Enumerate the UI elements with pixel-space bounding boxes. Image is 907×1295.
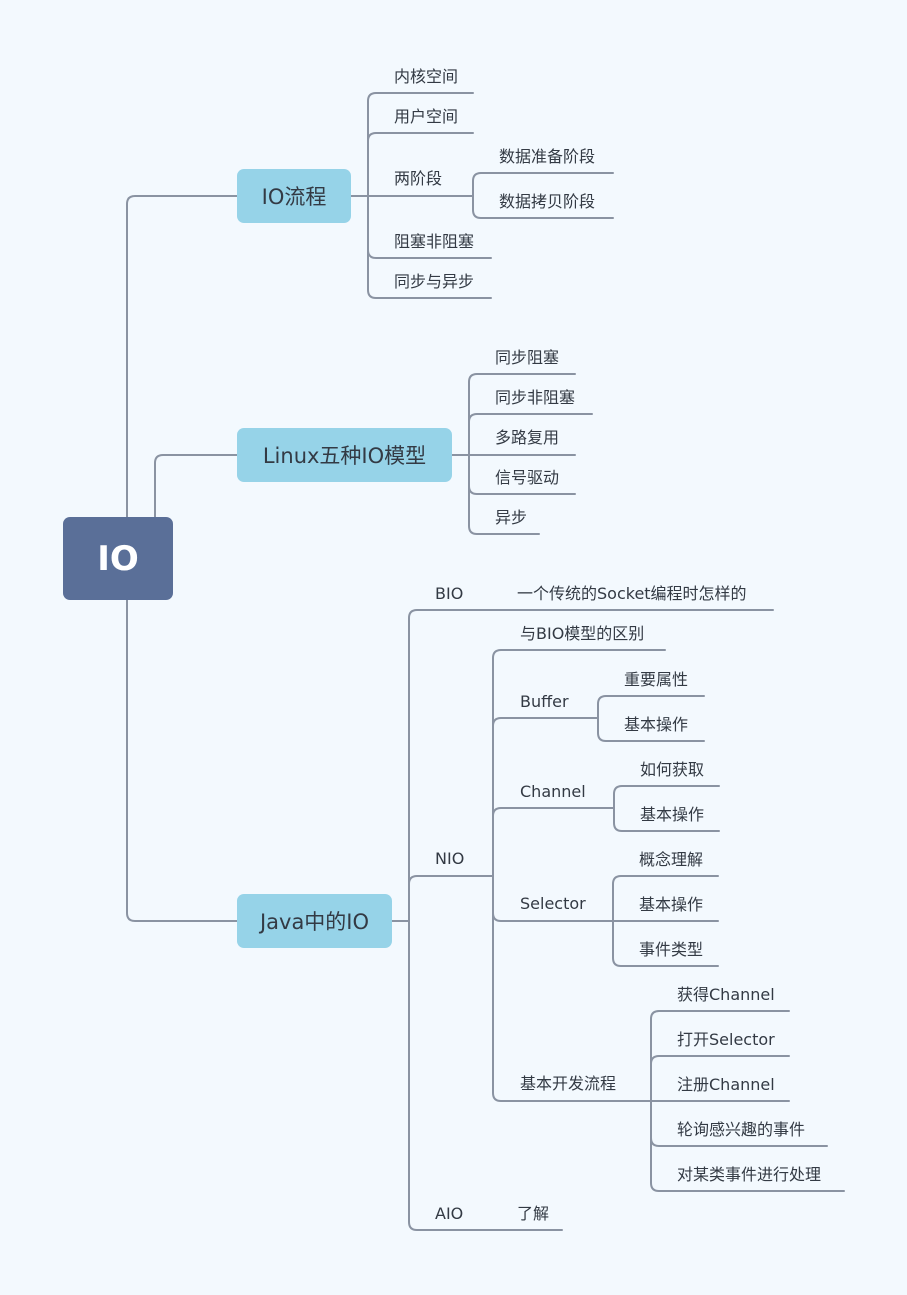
- link-buffer: [492, 717, 599, 877]
- link-data-copy: [472, 195, 614, 219]
- branch-java-io[interactable]: Java中的IO: [237, 894, 392, 948]
- node-register-channel[interactable]: 注册Channel: [677, 1075, 775, 1094]
- link-dev-flow: [492, 875, 652, 1102]
- node-sync-nonblocking[interactable]: 同步非阻塞: [495, 388, 576, 407]
- node-selector-concept[interactable]: 概念理解: [639, 850, 704, 869]
- link-root-linux-io: [154, 454, 238, 518]
- node-channel-get[interactable]: 如何获取: [640, 760, 705, 779]
- node-channel-ops[interactable]: 基本操作: [640, 805, 705, 824]
- node-selector[interactable]: Selector: [520, 894, 586, 913]
- node-handle-events[interactable]: 对某类事件进行处理: [677, 1165, 822, 1184]
- node-async[interactable]: 异步: [495, 508, 528, 527]
- link-channel-ops: [613, 807, 720, 832]
- node-nio[interactable]: NIO: [435, 849, 465, 868]
- node-selector-ops[interactable]: 基本操作: [639, 895, 704, 914]
- node-bio-detail[interactable]: 一个传统的Socket编程时怎样的: [517, 584, 747, 603]
- node-bio[interactable]: BIO: [435, 584, 464, 603]
- node-channel[interactable]: Channel: [520, 782, 586, 801]
- link-async: [468, 454, 540, 535]
- link-buffer-props: [597, 695, 705, 719]
- node-buffer-props[interactable]: 重要属性: [624, 670, 689, 689]
- node-data-prepare[interactable]: 数据准备阶段: [499, 147, 596, 166]
- link-bio: [408, 609, 774, 922]
- link-get-channel: [650, 1010, 790, 1102]
- link-root-java-io: [126, 599, 238, 922]
- node-aio-detail[interactable]: 了解: [517, 1204, 550, 1223]
- link-selector-concept: [612, 875, 719, 922]
- root-node[interactable]: IO: [63, 517, 173, 600]
- node-open-selector[interactable]: 打开Selector: [677, 1030, 775, 1049]
- node-two-phase[interactable]: 两阶段: [394, 169, 443, 188]
- node-aio[interactable]: AIO: [435, 1204, 464, 1223]
- node-data-copy[interactable]: 数据拷贝阶段: [499, 192, 596, 211]
- node-poll-events[interactable]: 轮询感兴趣的事件: [677, 1120, 806, 1139]
- branch-io-flow[interactable]: IO流程: [237, 169, 351, 223]
- link-selector-events: [612, 920, 719, 967]
- node-user-space[interactable]: 用户空间: [394, 107, 459, 126]
- link-buffer-ops: [597, 717, 705, 742]
- node-sync-async[interactable]: 同步与异步: [394, 272, 475, 291]
- link-user-space: [367, 132, 474, 197]
- link-kernel-space: [367, 92, 474, 197]
- node-dev-flow[interactable]: 基本开发流程: [520, 1074, 617, 1093]
- node-nio-diff[interactable]: 与BIO模型的区别: [520, 624, 645, 643]
- link-data-prepare: [472, 172, 614, 197]
- branch-linux-io[interactable]: Linux五种IO模型: [237, 428, 452, 482]
- link-aio: [408, 920, 563, 1231]
- link-channel: [492, 807, 615, 877]
- node-buffer-ops[interactable]: 基本操作: [624, 715, 689, 734]
- node-signal-driven[interactable]: 信号驱动: [495, 468, 560, 487]
- link-sync-blocking: [468, 373, 576, 456]
- link-sync-async: [367, 195, 492, 299]
- link-root-io-flow: [126, 195, 238, 518]
- link-handle-events: [650, 1100, 845, 1192]
- node-kernel-space[interactable]: 内核空间: [394, 67, 459, 86]
- link-sync-nonblocking: [468, 413, 593, 456]
- node-multiplexing[interactable]: 多路复用: [495, 428, 560, 447]
- node-get-channel[interactable]: 获得Channel: [677, 985, 775, 1004]
- link-nio-diff: [492, 649, 666, 877]
- node-sync-blocking[interactable]: 同步阻塞: [495, 348, 560, 367]
- node-buffer[interactable]: Buffer: [520, 692, 569, 711]
- link-channel-get: [613, 785, 720, 809]
- link-open-selector: [650, 1055, 790, 1102]
- node-blocking[interactable]: 阻塞非阻塞: [394, 232, 475, 251]
- link-nio: [408, 875, 494, 922]
- node-selector-events[interactable]: 事件类型: [639, 940, 704, 959]
